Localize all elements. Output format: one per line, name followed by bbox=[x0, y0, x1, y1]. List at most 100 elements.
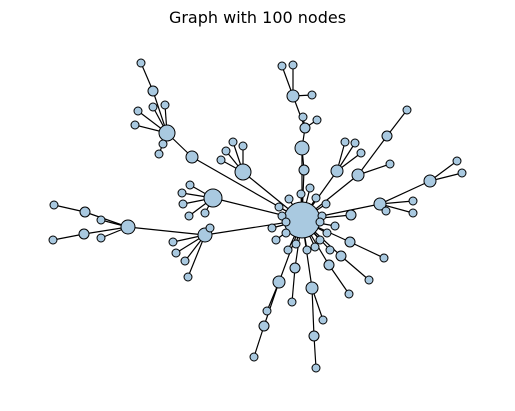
graph-node bbox=[291, 239, 301, 249]
graph-node bbox=[78, 228, 90, 240]
graph-node bbox=[79, 206, 91, 218]
graph-node bbox=[171, 248, 181, 258]
graph-node bbox=[262, 306, 272, 316]
graph-node bbox=[154, 149, 164, 159]
graph-node bbox=[158, 124, 176, 142]
graph-node bbox=[147, 85, 159, 97]
graph-node bbox=[381, 130, 393, 142]
graph-node bbox=[160, 100, 170, 110]
graph-node bbox=[345, 209, 357, 221]
graph-node bbox=[305, 183, 315, 193]
graph-node bbox=[298, 112, 308, 122]
graph-node bbox=[120, 219, 136, 235]
graph-node bbox=[325, 245, 335, 255]
graph-node bbox=[356, 148, 366, 158]
graph-node bbox=[364, 275, 374, 285]
graph-node bbox=[277, 61, 287, 71]
graph-node bbox=[381, 206, 391, 216]
graph-node bbox=[234, 163, 252, 181]
graph-node bbox=[158, 139, 168, 149]
graph-node bbox=[148, 102, 158, 112]
graph-edge bbox=[379, 180, 431, 205]
graph-node bbox=[49, 200, 59, 210]
graph-node bbox=[311, 363, 321, 373]
graph-node bbox=[457, 168, 467, 178]
graph-node bbox=[385, 159, 395, 169]
graph-node bbox=[281, 217, 291, 227]
graph-node bbox=[350, 138, 360, 148]
graph-node bbox=[305, 281, 319, 295]
graph-node bbox=[221, 146, 231, 156]
graph-edge bbox=[357, 135, 388, 176]
graph-node bbox=[287, 297, 297, 307]
graph-node bbox=[315, 217, 325, 227]
graph-edge bbox=[84, 211, 129, 228]
graph-node bbox=[321, 199, 331, 209]
graph-node bbox=[267, 223, 277, 233]
graph-edge bbox=[127, 226, 206, 236]
graph-node bbox=[130, 120, 140, 130]
graph-node bbox=[133, 106, 143, 116]
graph-node bbox=[185, 150, 199, 164]
graph-node bbox=[184, 211, 194, 221]
graph-node bbox=[216, 155, 226, 165]
graph-node bbox=[48, 235, 58, 245]
graph-node bbox=[408, 208, 418, 218]
graph-node bbox=[452, 156, 462, 166]
graph-edges bbox=[52, 62, 463, 369]
graph-node bbox=[185, 180, 195, 190]
graph-node bbox=[289, 262, 301, 274]
graph-node bbox=[310, 242, 320, 252]
graph-node bbox=[330, 221, 340, 231]
graph-node bbox=[298, 164, 310, 176]
graph-node bbox=[274, 202, 284, 212]
graph-node bbox=[335, 250, 347, 262]
graph-node bbox=[281, 228, 291, 238]
graph-node bbox=[408, 196, 418, 206]
graph-node bbox=[351, 168, 365, 182]
graph-node bbox=[286, 89, 300, 103]
graph-edge bbox=[311, 287, 315, 337]
graph-node bbox=[258, 320, 270, 332]
graph-node bbox=[183, 272, 193, 282]
graph-node bbox=[136, 58, 146, 68]
graph-node bbox=[203, 188, 223, 208]
graph-node bbox=[340, 137, 350, 147]
graph-node bbox=[307, 90, 317, 100]
graph-edge bbox=[187, 234, 206, 278]
graph-node bbox=[96, 215, 106, 225]
graph-node bbox=[423, 174, 437, 188]
graph-edge bbox=[349, 241, 385, 259]
graph-node bbox=[177, 188, 187, 198]
graph-node bbox=[296, 189, 306, 199]
graph-node bbox=[308, 330, 320, 342]
graph-node bbox=[315, 235, 325, 245]
graph-node bbox=[249, 352, 259, 362]
graph-node bbox=[344, 289, 354, 299]
graph-node bbox=[180, 256, 190, 266]
graph-node bbox=[294, 140, 310, 156]
graph-node bbox=[318, 315, 328, 325]
graph-node bbox=[323, 259, 335, 271]
graph-node bbox=[322, 228, 332, 238]
graph-node bbox=[178, 199, 188, 209]
graph-node bbox=[312, 115, 322, 125]
graph-node bbox=[288, 60, 298, 70]
graph-node bbox=[168, 237, 178, 247]
graph-title: Graph with 100 nodes bbox=[168, 8, 347, 27]
graph-node bbox=[302, 245, 312, 255]
graph-node bbox=[283, 245, 293, 255]
graph-node bbox=[299, 122, 311, 134]
graph-node bbox=[272, 275, 286, 289]
graph-node bbox=[379, 253, 389, 263]
graph-node bbox=[271, 235, 281, 245]
graph-node bbox=[373, 197, 387, 211]
graph-node bbox=[330, 164, 344, 178]
graph-edge bbox=[291, 267, 296, 303]
graph-node bbox=[200, 208, 210, 218]
graph-node bbox=[311, 193, 321, 203]
graph-node bbox=[228, 137, 238, 147]
graph-edge bbox=[340, 255, 370, 281]
graph-node bbox=[402, 105, 412, 115]
